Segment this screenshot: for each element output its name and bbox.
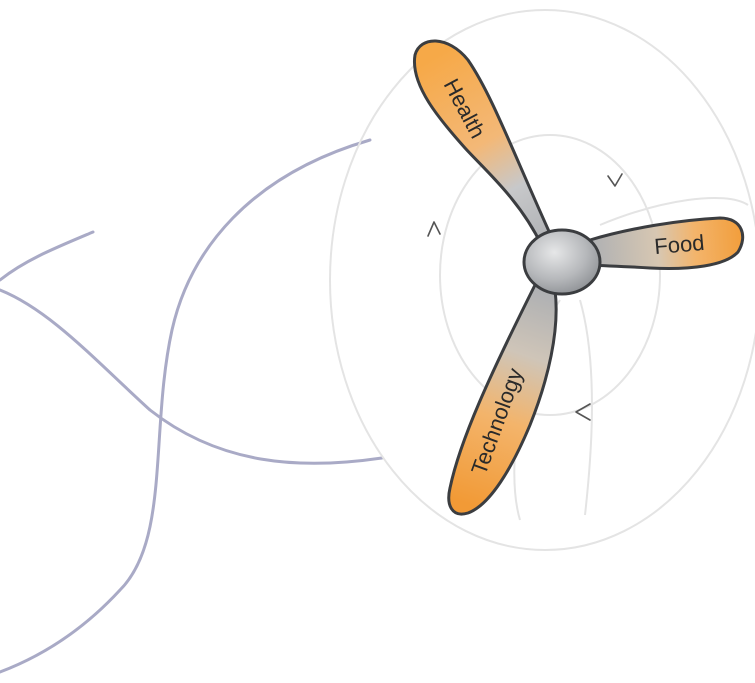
propeller-icon [412, 39, 744, 516]
propeller-hub [522, 228, 602, 296]
rotation-arrow-icon [607, 173, 623, 187]
rotation-arrows [427, 173, 623, 421]
rotation-arrow-icon [575, 403, 591, 421]
wind-line-lower [0, 230, 384, 465]
rotation-arrow-icon [427, 221, 441, 237]
wind-lines [0, 138, 384, 674]
blade-technology [447, 283, 558, 516]
blade-health [412, 39, 554, 248]
blade-label-food: Food [653, 230, 705, 259]
wind-line-upper [0, 138, 372, 674]
blade-food [588, 216, 744, 270]
